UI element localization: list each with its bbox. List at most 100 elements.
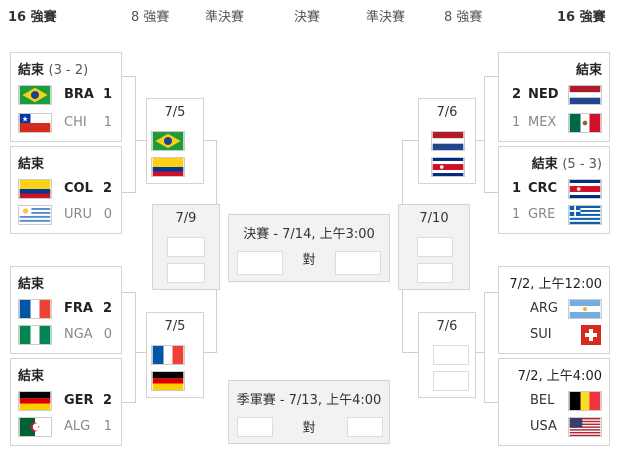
team-code: ARG xyxy=(530,301,558,316)
team-score: 0 xyxy=(103,327,112,342)
match-card-fra-nga[interactable]: 結束 FRA 2 NGA 0 xyxy=(10,266,122,354)
team-row[interactable]: COL 2 xyxy=(18,179,114,201)
team-slot-empty xyxy=(237,251,283,275)
sf-card-right[interactable]: 7/10 xyxy=(398,204,470,290)
team-row[interactable]: USA xyxy=(506,417,602,439)
match-card-crc-gre[interactable]: 結束 (5 - 3) 1 CRC 1 GRE xyxy=(498,146,610,234)
colombia-flag xyxy=(18,179,52,199)
france-flag xyxy=(18,299,52,319)
team-row[interactable]: 1 GRE xyxy=(506,205,602,227)
third-place-card[interactable]: 季軍賽 - 7/13, 上午4:00 對 xyxy=(228,380,390,444)
connector-line xyxy=(484,76,485,193)
mexico-flag xyxy=(568,113,602,133)
match-status-label: 結束 xyxy=(18,369,45,384)
team-code: FRA xyxy=(64,301,93,316)
qf-card-right-2[interactable]: 7/6 xyxy=(418,312,476,398)
nigeria-flag xyxy=(18,325,52,345)
team-score: 1 xyxy=(512,181,522,196)
team-row[interactable]: SUI xyxy=(506,325,602,347)
connector-line xyxy=(135,352,147,353)
match-card-ned-mex[interactable]: 結束 2 NED 1 MEX xyxy=(498,52,610,142)
brazil-flag xyxy=(151,131,185,151)
team-row[interactable]: NGA 0 xyxy=(18,325,114,347)
team-code: MEX xyxy=(528,115,557,130)
connector-line xyxy=(474,352,484,353)
team-slot-empty xyxy=(167,263,205,283)
connector-line xyxy=(204,140,216,141)
match-card-arg-sui[interactable]: 7/2, 上午12:00 ARG SUI xyxy=(498,266,610,354)
qf-card-left-2[interactable]: 7/5 xyxy=(146,312,204,398)
versus-label: 對 xyxy=(302,253,316,268)
match-status: 7/2, 上午12:00 xyxy=(509,273,602,292)
match-date: 7/5 xyxy=(164,319,186,334)
germany-flag xyxy=(18,391,52,411)
match-date: 7/10 xyxy=(419,211,449,226)
brazil-flag xyxy=(18,85,52,105)
final-title: 決賽 - 7/14, 上午3:00 xyxy=(243,227,375,242)
team-slot-empty xyxy=(335,251,381,275)
team-row[interactable]: 1 CRC xyxy=(506,179,602,201)
match-status-label: 結束 xyxy=(18,277,45,292)
team-code: BEL xyxy=(530,393,555,408)
qf-card-right-1[interactable]: 7/6 xyxy=(418,98,476,184)
usa-flag xyxy=(568,417,602,437)
team-row[interactable]: CHI 1 xyxy=(18,113,114,135)
team-code: BRA xyxy=(64,87,94,102)
match-card-ger-alg[interactable]: 結束 GER 2 ALG 1 xyxy=(10,358,122,446)
round-header-r16-right: 16 強賽 xyxy=(557,10,606,25)
team-slot-empty xyxy=(417,237,453,257)
match-card-col-uru[interactable]: 結束 COL 2 URU 0 xyxy=(10,146,122,234)
match-status: 結束 xyxy=(576,59,602,78)
team-row[interactable]: ALG 1 xyxy=(18,417,114,439)
team-slot-empty xyxy=(433,371,469,391)
team-row[interactable]: FRA 2 xyxy=(18,299,114,321)
team-row[interactable]: BRA 1 xyxy=(18,85,114,107)
netherlands-flag xyxy=(431,131,465,151)
match-date: 7/6 xyxy=(436,105,458,120)
connector-line xyxy=(484,76,498,77)
third-place-title: 季軍賽 - 7/13, 上午4:00 xyxy=(236,393,382,408)
costa-rica-flag xyxy=(431,157,465,177)
team-code: SUI xyxy=(530,327,552,342)
team-score: 2 xyxy=(102,181,112,196)
colombia-flag xyxy=(151,157,185,177)
team-score: 0 xyxy=(103,207,112,222)
qf-card-left-1[interactable]: 7/5 xyxy=(146,98,204,184)
connector-line xyxy=(135,292,136,403)
connector-line xyxy=(121,76,135,77)
team-row[interactable]: 1 MEX xyxy=(506,113,602,135)
connector-line xyxy=(121,402,135,403)
round-header-final: 決賽 xyxy=(294,10,321,25)
sf-card-left[interactable]: 7/9 xyxy=(152,204,220,290)
final-card[interactable]: 決賽 - 7/14, 上午3:00 對 xyxy=(228,214,390,282)
switzerland-flag xyxy=(580,325,602,345)
match-status-label: 結束 xyxy=(18,157,45,172)
team-row[interactable]: 2 NED xyxy=(506,85,602,107)
team-row[interactable]: BEL xyxy=(506,391,602,413)
match-date: 7/9 xyxy=(175,211,197,226)
costa-rica-flag xyxy=(568,179,602,199)
team-score: 1 xyxy=(103,419,112,434)
france-flag xyxy=(151,345,185,365)
algeria-flag xyxy=(18,417,52,437)
connector-line xyxy=(121,292,135,293)
connector-line xyxy=(402,352,418,353)
match-card-bra-chi[interactable]: 結束 (3 - 2) BRA 1 CHI 1 xyxy=(10,52,122,142)
match-status: 結束 xyxy=(18,153,44,172)
versus-label: 對 xyxy=(302,421,316,436)
penalty-score: (3 - 2) xyxy=(48,63,89,78)
team-score: 1 xyxy=(512,115,521,130)
match-status-label: 結束 xyxy=(18,63,45,78)
match-date: 7/6 xyxy=(436,319,458,334)
team-slot-empty xyxy=(347,417,383,437)
match-status: 結束 xyxy=(18,365,44,384)
match-card-bel-usa[interactable]: 7/2, 上午4:00 BEL USA xyxy=(498,358,610,446)
greece-flag xyxy=(568,205,602,225)
team-code: GER xyxy=(64,393,94,408)
team-row[interactable]: GER 2 xyxy=(18,391,114,413)
team-row[interactable]: ARG xyxy=(506,299,602,321)
team-row[interactable]: URU 0 xyxy=(18,205,114,227)
connector-line xyxy=(402,140,418,141)
match-status: 結束 (3 - 2) xyxy=(18,59,88,78)
team-code: COL xyxy=(64,181,93,196)
